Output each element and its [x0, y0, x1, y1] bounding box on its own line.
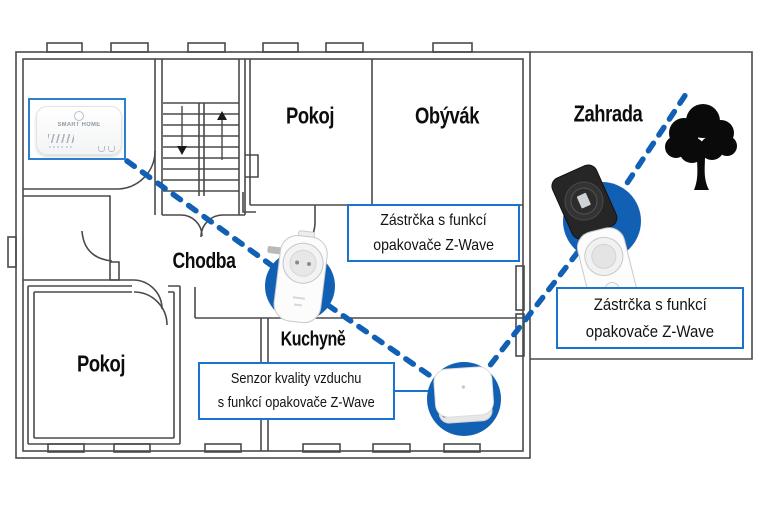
room-pokoj-bottom-walls	[27, 285, 181, 445]
hub-brand-label: SMART HOME	[57, 122, 101, 128]
hub-dots	[49, 146, 73, 148]
room-label-pokoj-bottom: Pokoj	[76, 350, 126, 377]
room-label-chodba: Chodba	[172, 248, 236, 273]
garden-outline	[530, 51, 753, 360]
air-quality-sensor-icon	[433, 366, 494, 424]
smart-home-hub: SMART HOME	[36, 106, 122, 155]
stairs-down-arrow-icon	[177, 146, 187, 155]
staircase	[154, 59, 259, 238]
room-label-kuchyne: Kuchyně	[280, 328, 346, 351]
callout-air-sensor: Senzor kvality vzduchu s funkcí opakovač…	[198, 362, 395, 420]
hub-highlight-box: SMART HOME	[28, 98, 126, 160]
callout-air-sensor-line1: Senzor kvality vzduchu	[231, 371, 362, 387]
room-label-pokoj-top: Pokoj	[285, 102, 335, 129]
callout-air-sensor-line2: s funkcí opakovače Z-Wave	[218, 395, 375, 411]
smart-home-logo-icon	[74, 111, 84, 121]
smart-plug-icon	[267, 230, 328, 324]
callout-garden-plug-line2: opakovače Z-Wave	[585, 322, 715, 341]
callout-kitchen-plug-line1: Zástrčka s funkcí	[380, 212, 487, 229]
tree-icon	[665, 104, 737, 190]
callout-kitchen-plug: Zástrčka s funkcí opakovače Z-Wave	[347, 204, 520, 262]
callout-kitchen-plug-line2: opakovače Z-Wave	[373, 237, 494, 254]
room-label-zahrada: Zahrada	[573, 100, 643, 127]
hub-signal-marks	[48, 134, 74, 143]
callout-garden-plug: Zástrčka s funkcí opakovače Z-Wave	[556, 287, 744, 349]
room-label-obyvak: Obývák	[414, 102, 480, 129]
callout-garden-plug-line1: Zástrčka s funkcí	[593, 295, 707, 314]
floor-plan	[7, 42, 753, 459]
hub-usb-ports	[98, 146, 115, 152]
zwave-signal-path	[124, 91, 689, 403]
stairs-up-arrow-icon	[217, 111, 227, 120]
